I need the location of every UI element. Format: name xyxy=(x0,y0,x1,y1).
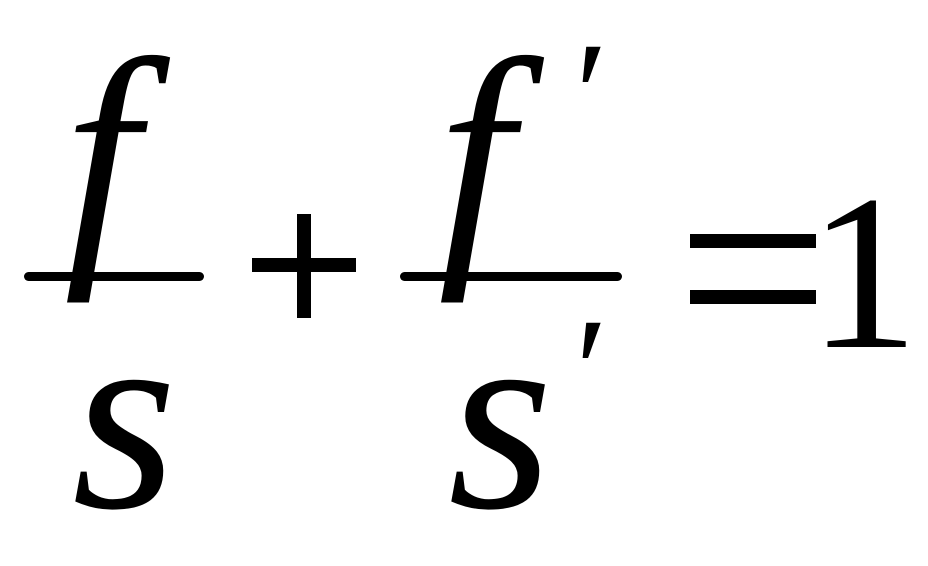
thin-lens-equation: f s f ′ s ′ 1 xyxy=(24,5,919,552)
fraction2-bar xyxy=(400,272,622,281)
fraction1-bar xyxy=(24,272,204,281)
equals-bottom-stroke xyxy=(690,290,816,304)
equals-top-stroke xyxy=(690,234,816,248)
fraction1-denominator: s xyxy=(72,267,178,566)
rhs-one: 1 xyxy=(808,150,919,396)
fraction2-numerator: f xyxy=(438,5,514,304)
plus-vertical-stroke xyxy=(297,214,311,318)
fraction2-numerator-prime: ′ xyxy=(566,12,599,178)
fraction1-numerator: f xyxy=(64,5,140,304)
fraction2-denominator-prime: ′ xyxy=(566,288,599,454)
fraction2-denominator: s xyxy=(448,267,554,566)
